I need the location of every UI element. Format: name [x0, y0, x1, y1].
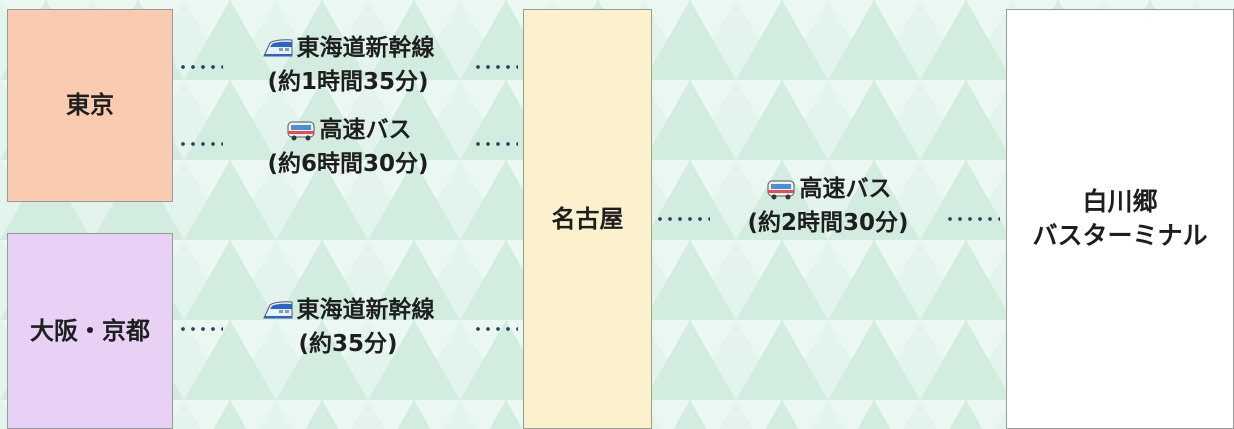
route-osaka-shinkansen-name: 東海道新幹線: [296, 297, 435, 323]
dots-tokyo-shinkansen-right: [473, 65, 518, 69]
dots-nagoya-left: [655, 217, 710, 221]
nagoya-box: 名古屋: [523, 9, 652, 429]
dots-osaka-left: [178, 327, 223, 331]
route-nagoya-bus-time: (約2時間30分): [747, 210, 909, 236]
route-osaka-shinkansen: 東海道新幹線 (約35分): [228, 293, 468, 361]
route-tokyo-shinkansen-time: (約1時間35分): [267, 69, 429, 95]
shirakawago-label-line2: バスターミナル: [1032, 221, 1208, 250]
tokyo-box: 東京: [7, 9, 173, 202]
bullet-train-icon: [262, 36, 294, 60]
dots-tokyo-bus-left: [178, 142, 223, 146]
bus-icon: [765, 177, 797, 201]
dots-osaka-right: [473, 327, 518, 331]
route-tokyo-shinkansen-name: 東海道新幹線: [296, 35, 435, 61]
route-nagoya-bus-name: 高速バス: [799, 176, 892, 202]
osaka-kyoto-label: 大阪・京都: [30, 316, 150, 345]
bus-icon: [285, 118, 317, 142]
bullet-train-icon: [262, 298, 294, 322]
dots-nagoya-right: [945, 217, 1000, 221]
nagoya-label: 名古屋: [551, 204, 624, 233]
dots-tokyo-bus-right: [473, 142, 518, 146]
osaka-kyoto-box: 大阪・京都: [7, 233, 173, 429]
route-osaka-shinkansen-time: (約35分): [298, 331, 398, 357]
route-nagoya-bus: 高速バス (約2時間30分): [716, 172, 940, 240]
route-tokyo-bus-time: (約6時間30分): [267, 151, 429, 177]
shirakawago-box: 白川郷 バスターミナル: [1006, 9, 1234, 429]
route-tokyo-bus-name: 高速バス: [319, 117, 412, 143]
route-tokyo-bus: 高速バス (約6時間30分): [228, 113, 468, 181]
dots-tokyo-shinkansen-left: [178, 65, 223, 69]
shirakawago-label-line1: 白川郷: [1082, 187, 1158, 217]
route-tokyo-shinkansen: 東海道新幹線 (約1時間35分): [228, 31, 468, 99]
tokyo-label: 東京: [66, 91, 114, 120]
